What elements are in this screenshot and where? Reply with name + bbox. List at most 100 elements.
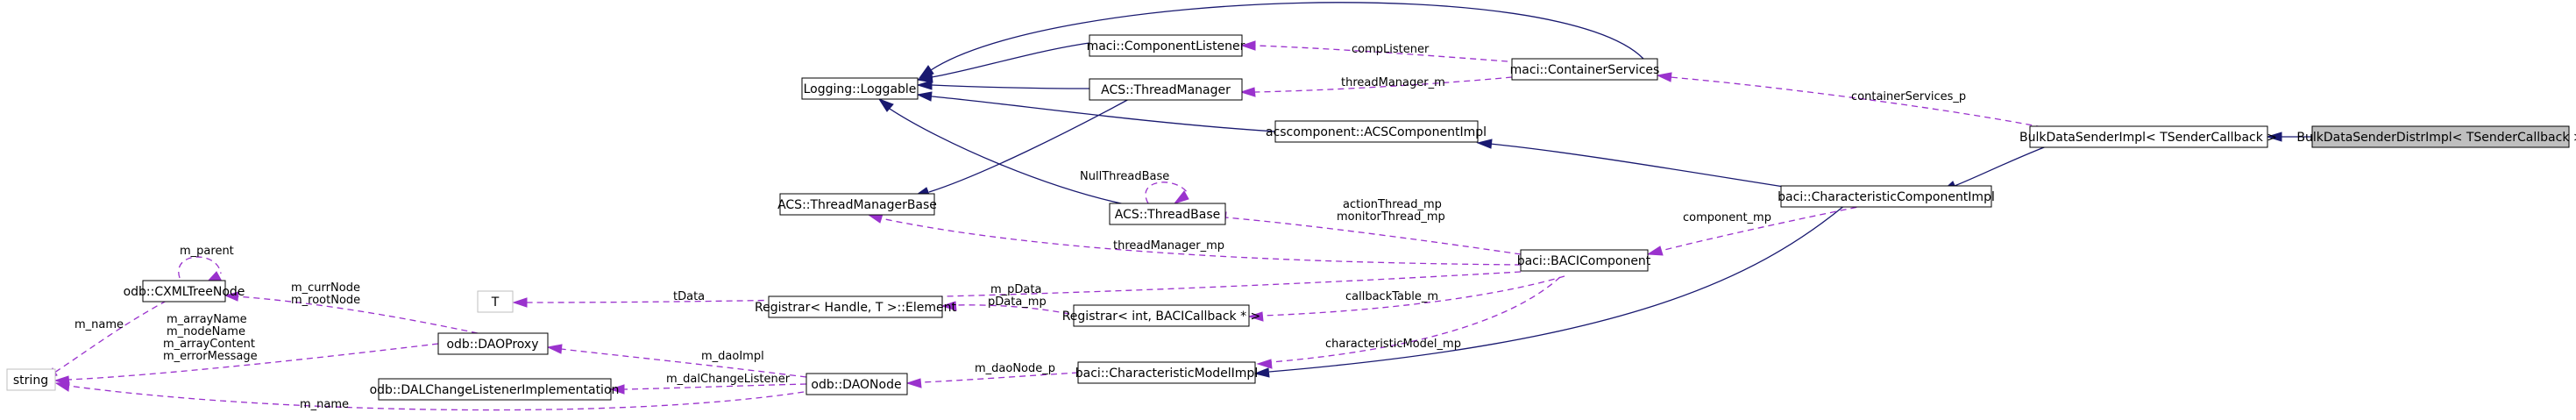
node-acs-threadmanagerbase[interactable]: ACS::ThreadManagerBase bbox=[777, 193, 937, 216]
node-odb-daoproxy[interactable]: odb::DAOProxy bbox=[437, 332, 549, 355]
node-acs-threadmanager[interactable]: ACS::ThreadManager bbox=[1089, 78, 1243, 101]
arrowhead bbox=[1256, 359, 1273, 369]
label-callbacktable-m: callbackTable_m bbox=[1345, 290, 1438, 303]
arrowhead bbox=[940, 301, 957, 311]
svg-text:ACS::ThreadManagerBase: ACS::ThreadManagerBase bbox=[777, 198, 937, 212]
arrowhead bbox=[877, 98, 894, 112]
edge-registrarbaci-registrarelement bbox=[954, 304, 1070, 315]
arrowhead bbox=[916, 80, 933, 90]
svg-text:Registrar< int, BACICallback *: Registrar< int, BACICallback * > bbox=[1062, 310, 1261, 324]
svg-text:baci::BACIComponent: baci::BACIComponent bbox=[1517, 254, 1651, 268]
node-t[interactable]: T bbox=[477, 290, 514, 313]
edge-componentlistener-loggable bbox=[931, 42, 1090, 78]
edge-cxmltreenode-self bbox=[178, 256, 222, 279]
node-baci-characteristicmodelimpl[interactable]: baci::CharacteristicModelImpl bbox=[1075, 361, 1258, 384]
svg-text:odb::DAOProxy: odb::DAOProxy bbox=[446, 338, 538, 352]
arrowhead bbox=[2266, 132, 2282, 142]
inheritance-edges bbox=[877, 2, 2312, 378]
arrowhead bbox=[512, 297, 528, 308]
node-registrar-baci[interactable]: Registrar< int, BACICallback * > bbox=[1062, 304, 1261, 327]
svg-text:odb::CXMLTreeNode: odb::CXMLTreeNode bbox=[124, 285, 245, 299]
edge-daonode-dalchangelistener bbox=[623, 383, 807, 390]
label-m-rootnode: m_rootNode bbox=[291, 294, 360, 307]
label-m-parent: m_parent bbox=[180, 245, 234, 258]
node-odb-daonode[interactable]: odb::DAONode bbox=[805, 373, 908, 395]
node-acscomponent-acscomponentimpl[interactable]: acscomponent::ACSComponentImpl bbox=[1266, 120, 1487, 143]
edge-acscomponentimpl-loggable bbox=[931, 96, 1276, 132]
arrowhead bbox=[54, 381, 70, 392]
edge-daonode-daoproxy bbox=[560, 348, 807, 378]
arrowhead bbox=[905, 378, 922, 388]
label-threadmanager-mp: threadManager_mp bbox=[1113, 239, 1224, 253]
usage-edges bbox=[42, 40, 2043, 411]
node-bulkdatasenderdistrimpl[interactable]: BulkDataSenderDistrImpl< TSenderCallback… bbox=[2296, 125, 2576, 148]
node-registrar-element[interactable]: Registrar< Handle, T >::Element bbox=[755, 295, 956, 318]
label-m-nodename: m_nodeName bbox=[167, 325, 245, 338]
label-m-name-bottom: m_name bbox=[300, 398, 349, 411]
node-odb-cxmltreenode[interactable]: odb::CXMLTreeNode bbox=[124, 280, 245, 303]
label-complistener: compListener bbox=[1352, 43, 1430, 56]
node-maci-componentlistener[interactable]: maci::ComponentListener bbox=[1087, 34, 1245, 57]
edge-charcomp-bacicomponent bbox=[1660, 204, 1868, 252]
arrowhead bbox=[1253, 367, 1270, 378]
arrowhead bbox=[1656, 72, 1672, 82]
label-m-daonode-p: m_daoNode_p bbox=[975, 362, 1055, 375]
arrowhead bbox=[1646, 246, 1664, 256]
label-component-mp: component_mp bbox=[1683, 211, 1771, 224]
arrowhead bbox=[916, 91, 933, 102]
node-baci-bacicomponent[interactable]: baci::BACIComponent bbox=[1517, 249, 1651, 272]
edge-bacicomponent-threadmanagerbase bbox=[880, 217, 1522, 266]
edge-daoproxy-cxmltreenode bbox=[236, 295, 479, 334]
edge-threadmanager-threadmanagerbase bbox=[928, 97, 1132, 193]
edge-bacicomponent-registrarbaci bbox=[1261, 275, 1565, 317]
svg-text:string: string bbox=[13, 374, 48, 388]
label-m-daoimpl: m_daoImpl bbox=[701, 350, 764, 363]
edge-bacicomponent-t bbox=[525, 271, 1522, 303]
svg-text:T: T bbox=[491, 295, 500, 310]
edge-containerservices-componentlistener bbox=[1254, 45, 1508, 62]
svg-text:maci::ComponentListener: maci::ComponentListener bbox=[1087, 39, 1245, 53]
arrowhead bbox=[1476, 139, 1493, 149]
arrowhead bbox=[1173, 190, 1189, 204]
node-logging-loggable[interactable]: Logging::Loggable bbox=[801, 77, 919, 100]
label-threadmanager-m: threadManager_m bbox=[1341, 76, 1445, 89]
arrowhead bbox=[1239, 87, 1256, 97]
edge-bulksender-containerservices bbox=[1669, 76, 2043, 128]
node-string[interactable]: string bbox=[6, 368, 56, 391]
edge-charcomp-charmodel bbox=[1268, 204, 1846, 373]
node-acs-threadbase[interactable]: ACS::ThreadBase bbox=[1109, 203, 1226, 225]
svg-text:baci::CharacteristicModelImpl: baci::CharacteristicModelImpl bbox=[1075, 367, 1258, 381]
label-tdata: tData bbox=[673, 290, 705, 303]
arrowhead bbox=[918, 65, 934, 79]
edge-daoproxy-string bbox=[67, 343, 439, 381]
label-m-errormessage: m_errorMessage bbox=[163, 350, 258, 363]
edge-cxmltreenode-string bbox=[53, 300, 167, 374]
arrowhead bbox=[1240, 40, 1256, 51]
edge-threadbase-loggable bbox=[889, 108, 1149, 210]
edge-bacicomponent-threadbase bbox=[1224, 217, 1522, 255]
svg-text:BulkDataSenderDistrImpl< TSend: BulkDataSenderDistrImpl< TSenderCallback… bbox=[2296, 131, 2576, 145]
svg-text:baci::CharacteristicComponentI: baci::CharacteristicComponentImpl bbox=[1778, 190, 1995, 204]
label-m-name-top: m_name bbox=[75, 318, 124, 331]
arrowhead bbox=[546, 344, 563, 354]
svg-text:odb::DALChangeListenerImplemen: odb::DALChangeListenerImplementation bbox=[370, 383, 620, 397]
svg-text:BulkDataSenderImpl< TSenderCal: BulkDataSenderImpl< TSenderCallback > bbox=[2019, 131, 2277, 145]
arrowhead bbox=[609, 384, 625, 395]
label-m-dalchangelistener: m_dalChangeListener bbox=[666, 373, 791, 386]
edge-labels: compListener threadManager_m containerSe… bbox=[75, 43, 1966, 411]
label-characteristicmodel-mp: characteristicModel_mp bbox=[1325, 338, 1461, 351]
node-bulkdatasenderimpl[interactable]: BulkDataSenderImpl< TSenderCallback > bbox=[2019, 125, 2277, 148]
edge-threadmanager-loggable bbox=[931, 84, 1090, 89]
label-containerservices-p: containerServices_p bbox=[1851, 90, 1966, 103]
nodes: Logging::Loggable maci::ComponentListene… bbox=[6, 34, 2576, 401]
label-m-pdata: m_pData bbox=[990, 283, 1041, 296]
edge-bulksender-charcomp bbox=[1954, 144, 2052, 187]
arrowhead bbox=[224, 291, 239, 302]
label-actionthread-mp: actionThread_mp bbox=[1343, 198, 1442, 211]
node-maci-containerservices[interactable]: maci::ContainerServices bbox=[1510, 58, 1660, 81]
node-baci-characteristiccomponentimpl[interactable]: baci::CharacteristicComponentImpl bbox=[1778, 185, 1995, 208]
svg-text:acscomponent::ACSComponentImpl: acscomponent::ACSComponentImpl bbox=[1266, 125, 1487, 139]
node-odb-dalchangelistener[interactable]: odb::DALChangeListenerImplementation bbox=[370, 378, 620, 401]
